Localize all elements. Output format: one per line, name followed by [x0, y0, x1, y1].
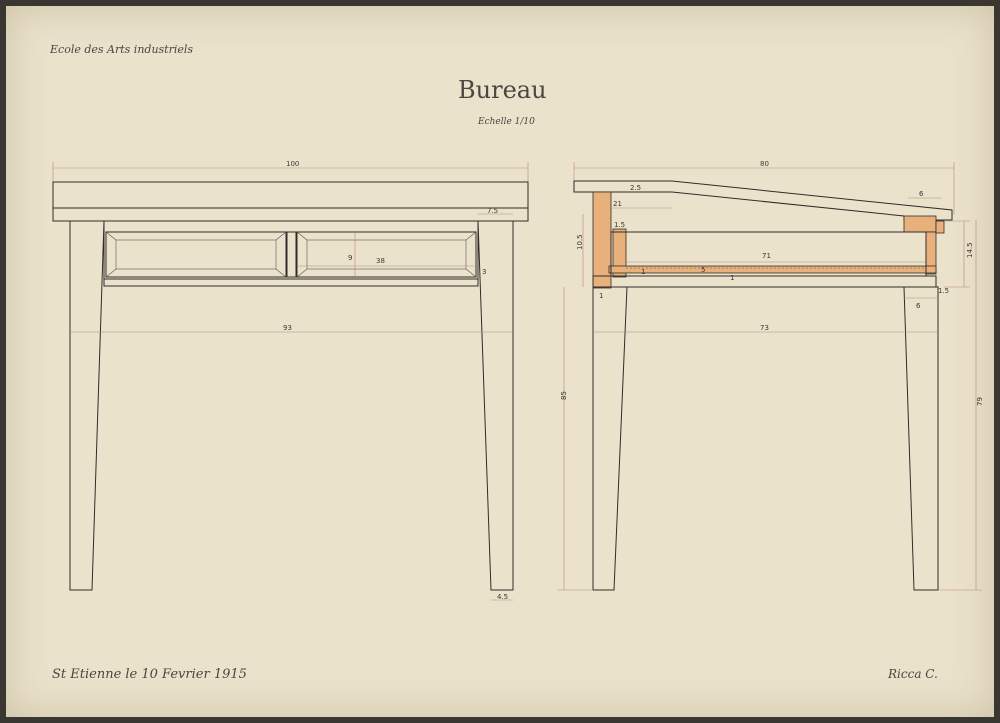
- dim-front-leg-height: 79: [976, 397, 984, 406]
- dim-bottom-2: 5: [701, 266, 705, 274]
- dim-leg-step: 1: [599, 292, 603, 300]
- author-signature: Ricca C.: [887, 667, 938, 681]
- drawing-sheet: [6, 6, 994, 717]
- dim-bottom-3: 1: [730, 274, 734, 282]
- dim-top-thickness: 2.5: [630, 184, 641, 192]
- dim-drawer-width: 38: [376, 257, 385, 265]
- dim-side-leg-top: 6: [916, 302, 921, 310]
- school-name: Ecole des Arts industriels: [49, 43, 193, 56]
- dim-side-legs-span: 73: [760, 324, 769, 332]
- side-view: 80 2.5 6 21 1.5 10.5 71 14.5 1 5 1: [558, 160, 984, 591]
- dim-rail-thickness: 1.5: [614, 221, 625, 229]
- place-date: St Etienne le 10 Fevrier 1915: [52, 667, 247, 682]
- dim-drawer-height: 9: [348, 254, 352, 262]
- dim-front-width: 100: [286, 160, 299, 168]
- dim-apron-height: 10.5: [576, 234, 584, 250]
- dim-rail: 3: [482, 268, 486, 276]
- dim-front-leg-top: 7.5: [487, 207, 498, 215]
- dim-front-height: 14.5: [966, 242, 974, 258]
- dim-lip: 6: [919, 190, 924, 198]
- dim-front-leg-foot: 4.5: [497, 593, 508, 601]
- scale-label: Echelle 1/10: [477, 117, 535, 127]
- drawing-title: Bureau: [458, 76, 547, 104]
- dim-front-legs-span: 93: [283, 324, 292, 332]
- dim-total-height: 85: [560, 391, 568, 400]
- dim-drawer-depth: 71: [762, 252, 771, 260]
- dim-side-depth: 80: [760, 160, 769, 168]
- dim-back-rail: 21: [613, 200, 622, 208]
- dim-front-rail: 1.5: [938, 287, 949, 295]
- front-view: 100 7.5 9 38 3 93 4.5: [52, 160, 529, 601]
- dim-bottom-1: 1: [641, 268, 645, 276]
